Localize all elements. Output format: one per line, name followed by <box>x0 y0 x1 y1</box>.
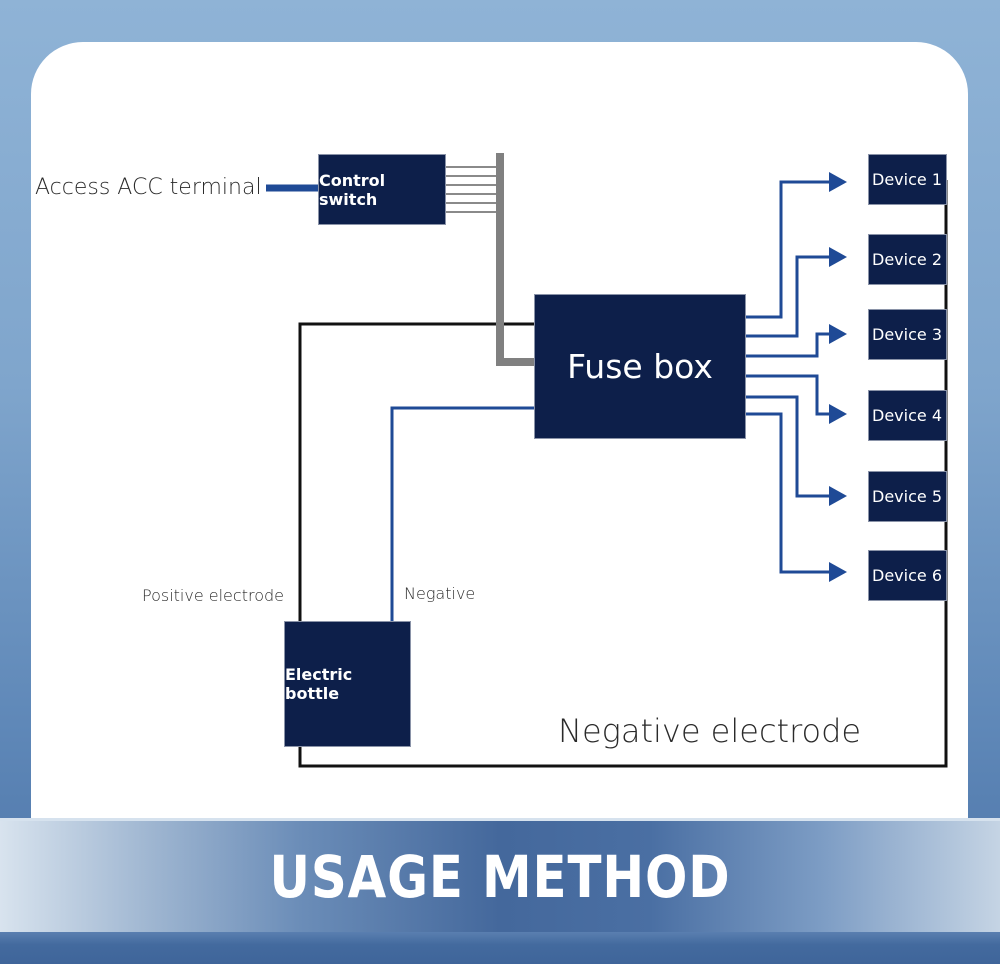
electric-bottle-box: Electric bottle <box>284 621 411 747</box>
arrow-icon <box>829 324 847 344</box>
device-3-box: Device 3 <box>868 309 947 360</box>
banner-title: USAGE METHOD <box>269 843 731 911</box>
arrow-icon <box>829 172 847 192</box>
device-4-box: Device 4 <box>868 390 947 441</box>
device-label: Device 1 <box>872 170 942 189</box>
electric-bottle-label: Electric bottle <box>285 665 353 703</box>
control-switch-box: Control switch <box>318 154 446 225</box>
wire-device-6 <box>745 412 832 574</box>
title-banner: USAGE METHOD <box>0 818 1000 935</box>
negative-electrode-label: Negative electrode <box>558 712 862 750</box>
gray-bus <box>496 153 535 366</box>
device-6-box: Device 6 <box>868 550 947 601</box>
switch-bus-lines <box>445 166 497 213</box>
device-label: Device 6 <box>872 566 942 585</box>
arrow-icon <box>829 562 847 582</box>
acc-terminal-label: Access ACC terminal <box>35 175 262 200</box>
bottom-bar <box>0 932 1000 964</box>
device-1-box: Device 1 <box>868 154 947 205</box>
wire-device-1 <box>745 180 832 319</box>
positive-electrode-wire <box>298 322 535 622</box>
device-label: Device 3 <box>872 325 942 344</box>
wire-device-5 <box>745 395 832 498</box>
device-5-box: Device 5 <box>868 471 947 522</box>
device-wires <box>745 180 832 574</box>
control-switch-label: Control switch <box>319 170 386 209</box>
wire-device-4 <box>745 374 832 416</box>
arrow-icon <box>829 404 847 424</box>
negative-label: Negative <box>404 584 476 603</box>
device-label: Device 2 <box>872 250 942 269</box>
positive-electrode-label: Positive electrode <box>142 586 284 605</box>
wire-device-2 <box>745 255 832 338</box>
fuse-box: Fuse box <box>534 294 746 439</box>
arrow-icon <box>829 486 847 506</box>
negative-wire <box>390 406 535 622</box>
fuse-box-label: Fuse box <box>567 347 713 386</box>
wire-device-3 <box>745 332 832 358</box>
device-2-box: Device 2 <box>868 234 947 285</box>
arrow-icon <box>829 247 847 267</box>
device-label: Device 4 <box>872 406 942 425</box>
device-label: Device 5 <box>872 487 942 506</box>
